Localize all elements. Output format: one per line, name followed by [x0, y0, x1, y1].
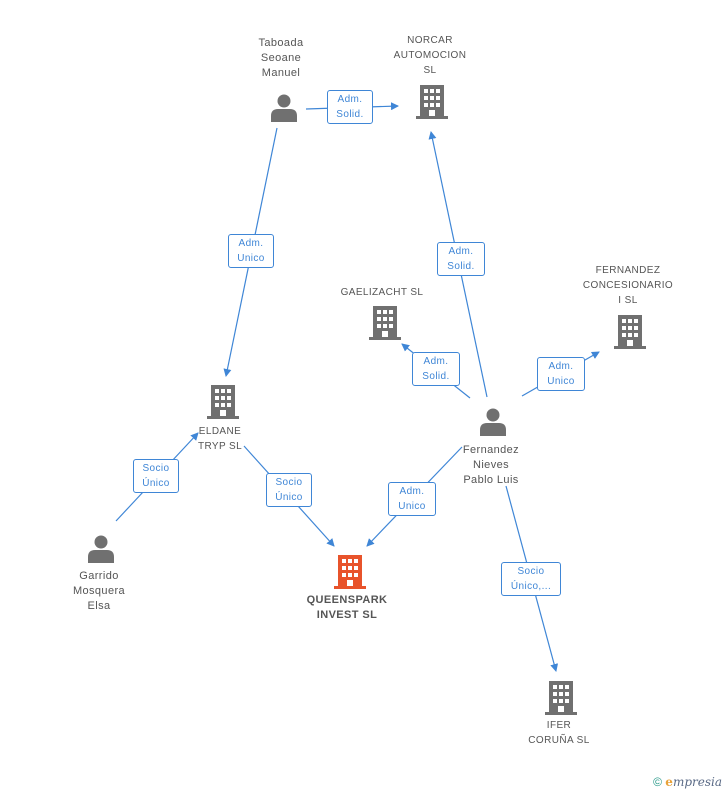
node-eldane[interactable]: ELDANE TRYP SL	[180, 424, 260, 454]
edge-label-pablo-norcar: Adm. Solid.	[437, 242, 485, 276]
node-label: Garrido Mosquera Elsa	[72, 570, 126, 612]
edge-label-taboada-eldane: Adm. Unico	[228, 234, 274, 268]
copyright-icon: ©	[653, 775, 662, 789]
node-ifer[interactable]: IFER CORUÑA SL	[514, 718, 604, 748]
node-fernandez-pablo[interactable]: Fernandez Nieves Pablo Luis	[446, 443, 536, 488]
node-label: ELDANE TRYP SL	[197, 426, 243, 452]
edge-label-garrido-eldane: Socio Único	[133, 459, 179, 493]
edge-label-pablo-fconc: Adm. Unico	[537, 357, 585, 391]
person-icon	[271, 94, 297, 122]
brand-logo: empresia	[665, 775, 722, 789]
node-norcar[interactable]: NORCAR AUTOMOCION SL	[380, 33, 480, 78]
building-icon	[416, 85, 448, 119]
edge-label-pablo-ifer: Socio Único,...	[501, 562, 561, 596]
edge-label-taboada-norcar: Adm. Solid.	[327, 90, 373, 124]
node-label: FERNANDEZ CONCESIONARIO I SL	[582, 265, 674, 306]
brand-rest: mpresia	[672, 775, 722, 789]
node-fernandez-concesionario[interactable]: FERNANDEZ CONCESIONARIO I SL	[572, 263, 684, 308]
node-label: NORCAR AUTOMOCION SL	[393, 35, 467, 76]
person-icon	[480, 408, 506, 436]
node-label: Taboada Seoane Manuel	[258, 37, 304, 79]
node-taboada[interactable]: Taboada Seoane Manuel	[236, 36, 326, 81]
edge-label-pablo-gaelizacht: Adm. Solid.	[412, 352, 460, 386]
node-label: GAELIZACHT SL	[340, 287, 424, 298]
node-queenspark[interactable]: QUEENSPARK INVEST SL	[292, 593, 402, 623]
node-gaelizacht[interactable]: GAELIZACHT SL	[322, 285, 442, 300]
edge-label-pablo-queenspark: Adm. Unico	[388, 482, 436, 516]
building-icon	[207, 385, 239, 419]
person-icon	[88, 535, 114, 563]
footer-brand: © empresia	[653, 775, 722, 789]
edge-label-eldane-queenspark: Socio Único	[266, 473, 312, 507]
building-icon	[369, 306, 401, 340]
node-garrido[interactable]: Garrido Mosquera Elsa	[54, 569, 144, 614]
building-icon	[545, 681, 577, 715]
node-label: IFER CORUÑA SL	[528, 720, 590, 746]
building-icon	[614, 315, 646, 349]
building-icon	[334, 555, 366, 589]
node-label: QUEENSPARK INVEST SL	[306, 594, 388, 621]
node-label: Fernandez Nieves Pablo Luis	[462, 444, 520, 486]
brand-first-letter: e	[665, 775, 673, 789]
